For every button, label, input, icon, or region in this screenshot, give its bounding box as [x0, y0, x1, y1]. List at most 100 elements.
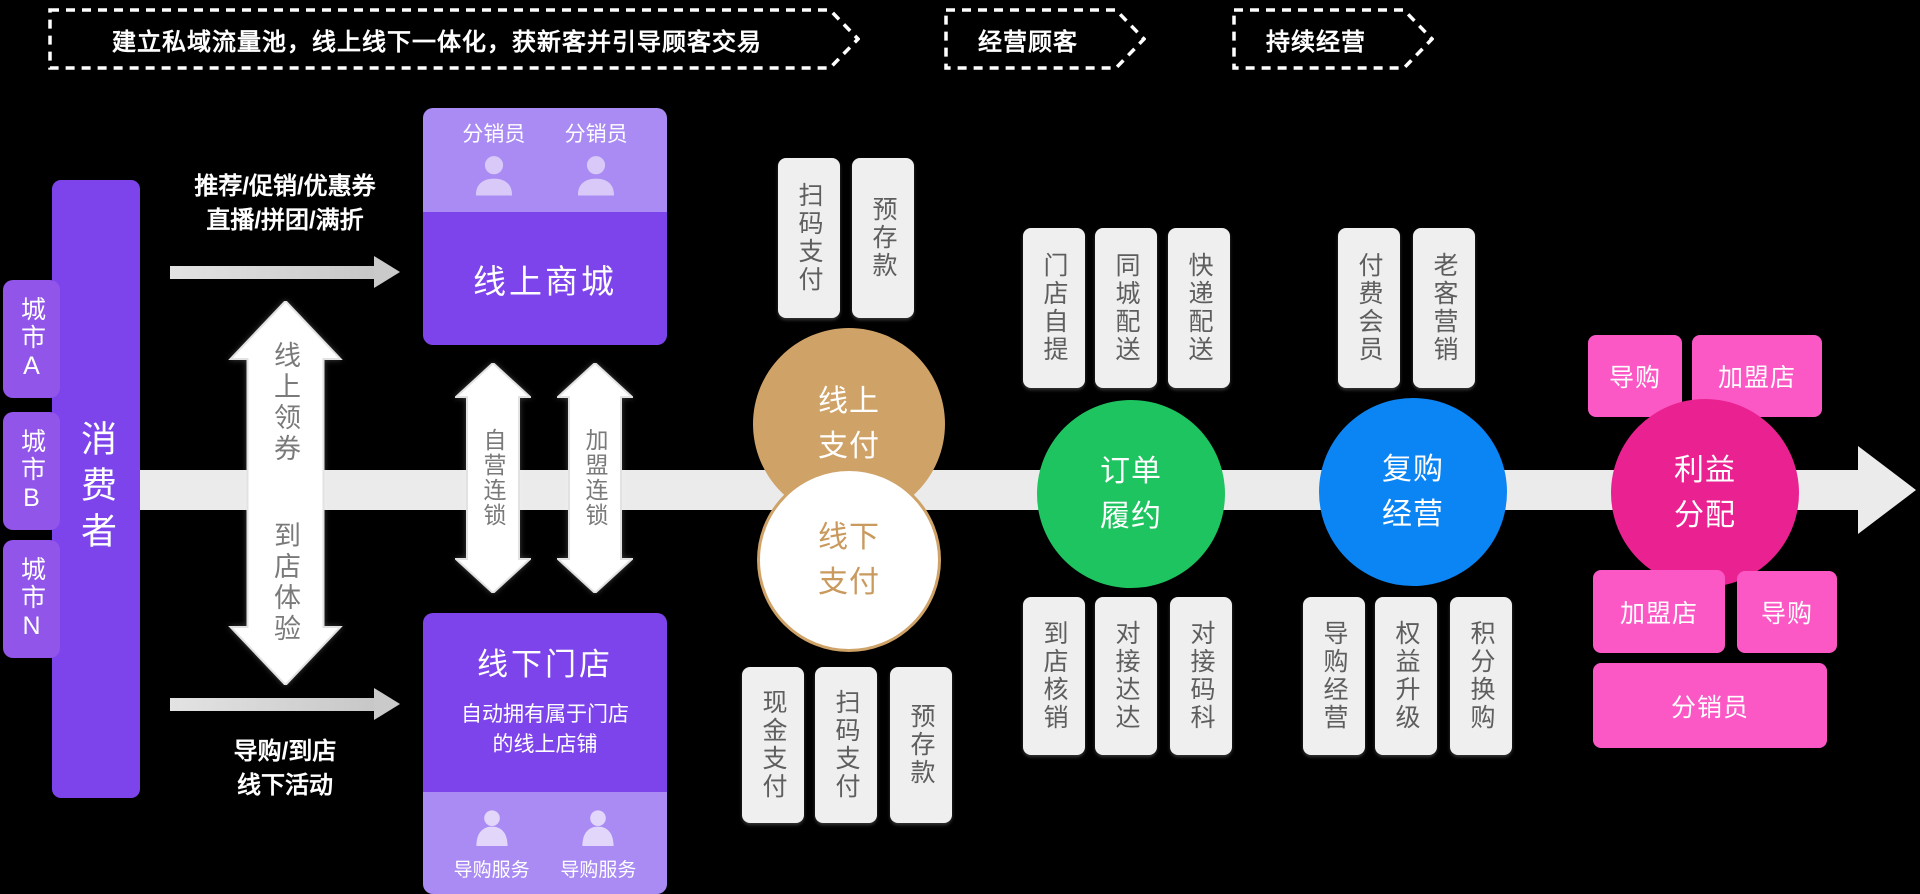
promo-text-line2: 直播/拼团/满折 [206, 206, 364, 234]
banner-customer-operation-label: 经营顾客 [978, 28, 1078, 56]
dashed-chevron-outline [1232, 8, 1434, 70]
flow-band [115, 470, 1865, 510]
coupon-arrow-bottom-label: 到店体验 [270, 521, 300, 645]
pinkbox-label: 分销员 [1670, 693, 1749, 722]
pill-label: 扫码支付 [832, 689, 860, 801]
pill-make-integration: 对接码科 [1170, 597, 1232, 755]
pinkbox-franchise-bottom: 加盟店 [1593, 570, 1725, 653]
self-chain-label: 自营连锁 [480, 428, 506, 528]
pinkbox-label: 导购 [1760, 600, 1813, 628]
pill-express-delivery: 快递配送 [1168, 228, 1230, 388]
service-left-label: 导购服务 [453, 859, 530, 881]
consumer-label: 消费者 [76, 420, 117, 558]
person-icon [582, 809, 614, 846]
circle-repurchase-operation-label: 复购经营 [1382, 453, 1444, 531]
coupon-arrow-top-label: 线上领券 [270, 341, 300, 465]
offline-store-title: 线下门店 [477, 647, 613, 682]
city-badge-b-label: 城市B [17, 427, 46, 515]
person-icon [476, 809, 508, 846]
city-badge-a: 城市A [3, 280, 60, 398]
offline-store-services: 导购服务 导购服务 [423, 792, 667, 894]
distributor-left: 分销员 [462, 118, 525, 202]
person-icon [475, 156, 512, 196]
flow-band-arrowhead [1858, 446, 1916, 534]
online-mall-title: 线上商城 [423, 212, 667, 345]
circle-order-fulfillment: 订单履约 [1037, 400, 1225, 588]
pill-label: 对接达达 [1112, 620, 1140, 732]
pill-scan-pay-online: 扫码支付 [778, 158, 840, 318]
pinkbox-guide-bottom: 导购 [1737, 571, 1837, 653]
pill-prepaid-online: 预存款 [852, 158, 914, 318]
circle-order-fulfillment-label: 订单履约 [1100, 455, 1162, 533]
distributor-right: 分销员 [565, 118, 628, 202]
pill-label: 预存款 [907, 703, 935, 787]
pill-dada-integration: 对接达达 [1095, 597, 1157, 755]
distributor-left-label: 分销员 [462, 123, 526, 146]
pill-label: 导购经营 [1320, 620, 1348, 732]
online-mall-card: 分销员 分销员 线上商城 [423, 108, 667, 345]
pill-label: 积分换购 [1467, 620, 1495, 732]
offline-store-info: 线下门店 自动拥有属于门店的线上店铺 [423, 613, 667, 792]
banner-acquisition-label: 建立私域流量池，线上线下一体化，获新客并引导顾客交易 [112, 28, 762, 56]
circle-profit-distribution-label: 利益分配 [1674, 454, 1736, 532]
banner-customer-operation: 经营顾客 [944, 8, 1146, 70]
circle-offline-payment: 线下支付 [757, 468, 941, 652]
double-arrow-franchise-chain: 加盟连锁 [557, 363, 633, 593]
pinkbox-distributor: 分销员 [1593, 663, 1827, 748]
double-arrow-coupon-visit: 线上领券 到店体验 [228, 301, 343, 685]
city-badge-a-label: 城市A [17, 295, 46, 383]
service-right-label: 导购服务 [560, 859, 637, 881]
pinkbox-label: 加盟店 [1619, 599, 1698, 628]
pill-repeat-marketing: 老客营销 [1413, 228, 1475, 388]
offline-activity-line2: 线下活动 [237, 771, 333, 799]
pill-points-redemption: 积分换购 [1450, 597, 1512, 755]
arrow-shaft [170, 266, 376, 279]
promo-text: 推荐/促销/优惠券 直播/拼团/满折 [150, 170, 420, 237]
pill-store-verification: 到店核销 [1023, 597, 1085, 755]
pill-label: 快递配送 [1185, 252, 1213, 364]
offline-store-subtitle: 自动拥有属于门店的线上店铺 [461, 703, 629, 757]
pinkbox-label: 加盟店 [1717, 364, 1796, 392]
pill-label: 扫码支付 [795, 182, 823, 294]
pill-benefit-upgrade: 权益升级 [1375, 597, 1437, 755]
pill-label: 同城配送 [1112, 252, 1140, 364]
city-badge-n-label: 城市N [17, 555, 46, 643]
pill-prepaid-offline: 预存款 [890, 667, 952, 823]
online-mall-distributors: 分销员 分销员 [423, 108, 667, 212]
double-arrow-shape [228, 301, 343, 685]
promo-text-line1: 推荐/促销/优惠券 [194, 173, 376, 200]
city-badge-n: 城市N [3, 540, 60, 658]
banner-continuous-operation-label: 持续经营 [1266, 28, 1366, 56]
dashed-chevron-outline [944, 8, 1146, 70]
person-icon [578, 156, 615, 196]
arrow-to-offline-store [170, 688, 400, 720]
circle-offline-payment-label: 线下支付 [818, 521, 880, 599]
pill-label: 门店自提 [1040, 252, 1068, 364]
pill-store-pickup: 门店自提 [1023, 228, 1085, 388]
circle-online-payment-label: 线上支付 [818, 385, 880, 463]
double-arrow-self-chain: 自营连锁 [455, 363, 531, 593]
service-left: 导购服务 [454, 805, 530, 882]
pinkbox-guide-top: 导购 [1588, 335, 1682, 417]
pill-label: 老客营销 [1430, 252, 1458, 364]
arrow-shaft [170, 698, 376, 711]
banner-continuous-operation: 持续经营 [1232, 8, 1434, 70]
pill-label: 权益升级 [1392, 620, 1420, 732]
consumer-column: 消费者 [52, 180, 140, 798]
offline-activity-text: 导购/到店 线下活动 [150, 735, 420, 802]
banner-acquisition: 建立私域流量池，线上线下一体化，获新客并引导顾客交易 [48, 8, 860, 70]
distributor-right-label: 分销员 [564, 123, 628, 146]
pill-label: 对接码科 [1187, 620, 1215, 732]
pinkbox-label: 导购 [1608, 364, 1661, 392]
double-arrow-shape [455, 363, 531, 593]
pill-scan-pay-offline: 扫码支付 [815, 667, 877, 823]
circle-repurchase-operation: 复购经营 [1319, 398, 1507, 586]
city-badge-b: 城市B [3, 412, 60, 530]
offline-store-card: 线下门店 自动拥有属于门店的线上店铺 导购服务 导购服务 [423, 613, 667, 894]
pill-paid-membership: 付费会员 [1338, 228, 1400, 388]
offline-activity-line1: 导购/到店 [233, 738, 337, 765]
pill-label: 付费会员 [1355, 252, 1383, 364]
arrow-to-online-mall [170, 256, 400, 288]
pill-cash-pay: 现金支付 [742, 667, 804, 823]
